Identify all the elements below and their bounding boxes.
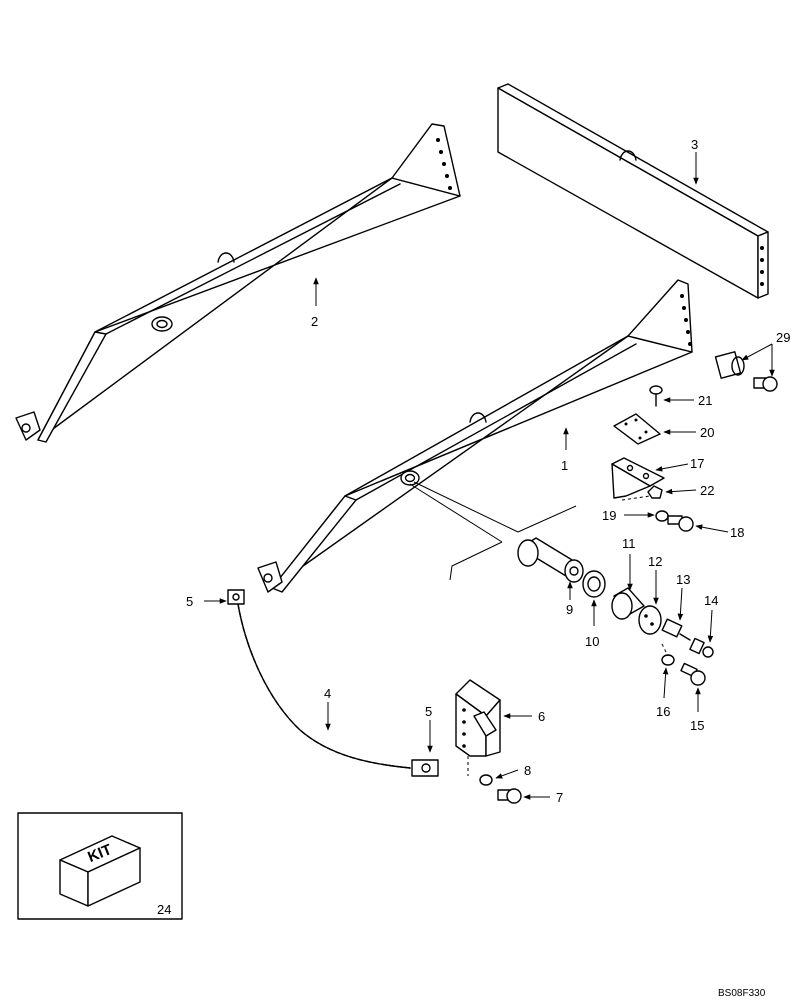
callout-3: 3 [691,137,698,152]
callout-12: 12 [648,554,662,569]
callout-24: 24 [157,902,171,917]
callout-18: 18 [730,525,744,540]
part-13-bolt [661,618,691,641]
callout-20: 20 [700,425,714,440]
part-12-lock-plate [638,605,662,635]
callout-17: 17 [690,456,704,471]
part-8-washer [479,774,493,786]
kit-box-icon: KIT [59,835,141,907]
callout-11: 11 [622,536,636,551]
callout-labels: 1 2 3 4 5 5 6 7 8 9 10 11 12 13 14 15 16… [186,137,790,805]
drawing-code: BS08F330 [718,988,766,999]
part-7-bolt [497,788,522,804]
callout-14: 14 [704,593,718,608]
part-29-bushing-bolt [714,351,778,392]
callout-10: 10 [585,634,599,649]
part-1-arm [257,279,693,593]
callout-29: 29 [776,330,790,345]
part-3-plate [497,83,769,299]
callout-4: 4 [324,686,331,701]
part-10-washer [582,570,606,598]
part-17-bracket [611,457,665,499]
callout-1: 1 [561,458,568,473]
callout-21: 21 [698,393,712,408]
callout-2: 2 [311,314,318,329]
pin-guide-lines [409,481,577,581]
part-18-bolt [667,515,694,532]
part-11-bushing [611,587,645,620]
callout-19: 19 [602,508,616,523]
callout-16: 16 [656,704,670,719]
callout-9: 9 [566,602,573,617]
callout-7: 7 [556,790,563,805]
part-19-washer [655,510,669,522]
part-22-nut [621,485,663,501]
part-4-chain [237,603,411,769]
part-20-plate [613,413,661,445]
kit-panel: KIT 24 [17,812,183,920]
callout-6: 6 [538,709,545,724]
callout-8: 8 [524,763,531,778]
part-6-bracket [455,679,501,776]
part-15-bolt [680,662,706,686]
part-5-clevis-upper [227,589,245,605]
part-5-clevis-lower [411,759,439,777]
leader-lines [204,152,775,800]
part-21-bolt [649,385,663,407]
callout-15: 15 [690,718,704,733]
part-14-bolt [689,637,714,658]
part-9-pin [517,537,584,583]
callout-5-upper: 5 [186,594,193,609]
part-2-arm [15,123,461,443]
callout-5-lower: 5 [425,704,432,719]
part-16-washer [661,643,675,666]
callout-22: 22 [700,483,714,498]
callout-13: 13 [676,572,690,587]
